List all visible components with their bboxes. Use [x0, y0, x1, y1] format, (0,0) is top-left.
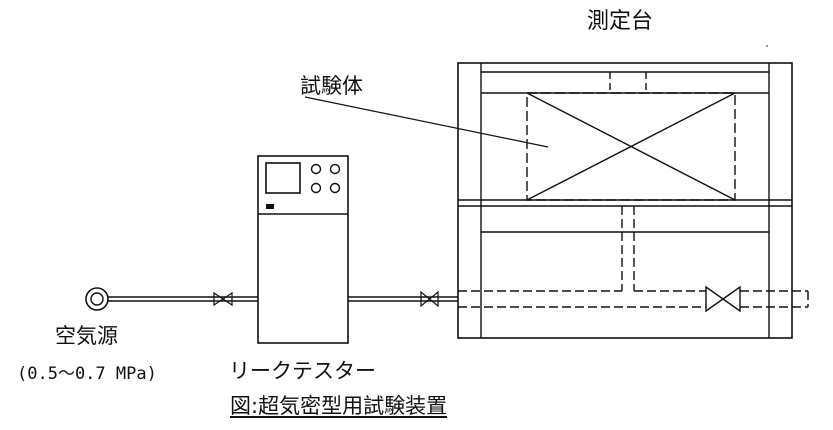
air-pressure-label: (0.5～0.7 MPa) — [17, 364, 157, 384]
valve-icon — [213, 291, 233, 307]
test-specimen-label: 試験体 — [300, 74, 363, 98]
measuring-stand-label: 測定台 — [587, 9, 654, 34]
leak-tester-unit — [257, 155, 349, 344]
figure-caption: 図:超気密型用試験装置 — [230, 394, 448, 418]
supply-pipe — [108, 296, 258, 302]
top-clamp-posts — [609, 72, 647, 93]
valve-icon — [420, 290, 439, 308]
air-source-label: 空気源 — [55, 324, 118, 348]
internal-dashed-piping — [458, 206, 809, 308]
specimen-leader-line — [304, 96, 549, 148]
air-source-icon — [85, 287, 109, 311]
test-pipe — [348, 296, 458, 302]
valve-icon — [705, 285, 741, 313]
test-specimen — [526, 92, 736, 201]
leak-tester-label: リークテスター — [229, 359, 376, 383]
speck — [766, 45, 768, 47]
